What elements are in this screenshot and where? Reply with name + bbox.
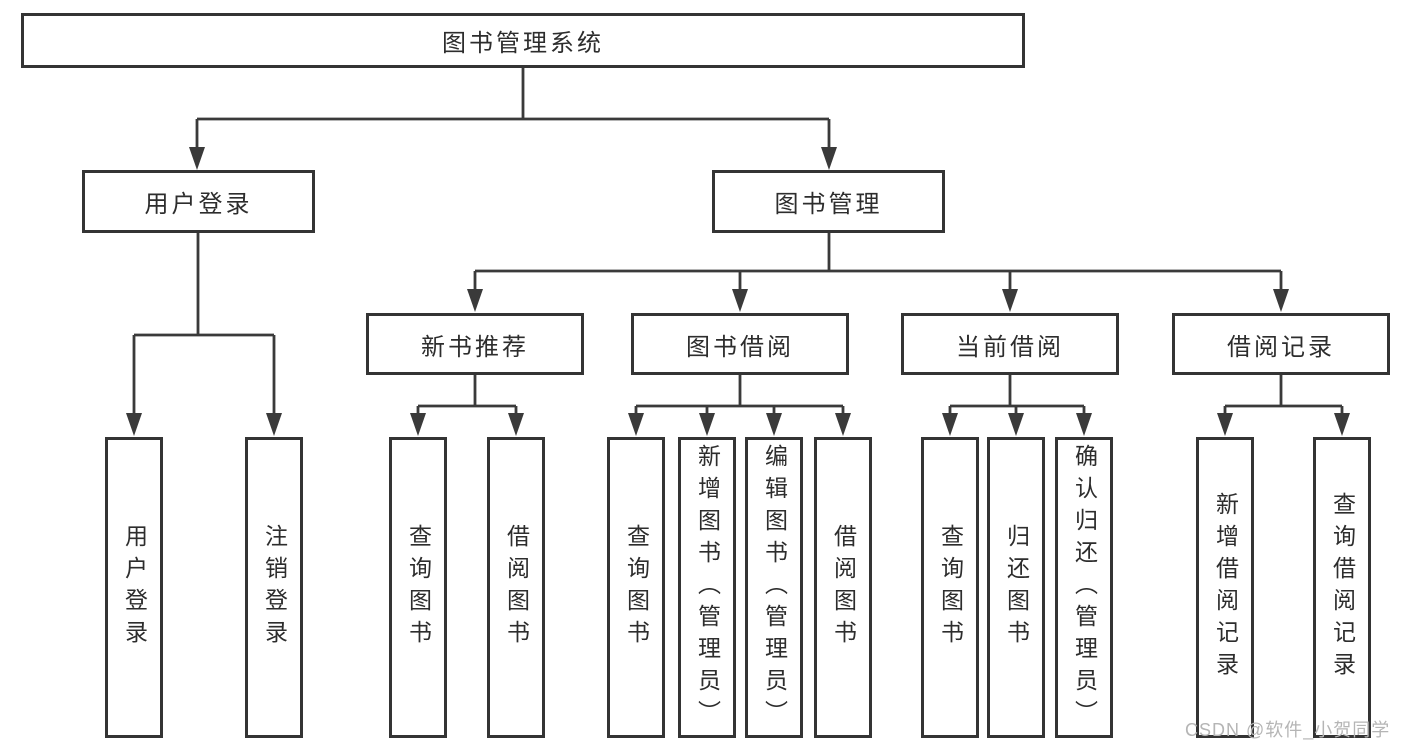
arrow-icon <box>699 413 715 436</box>
leaf-label: 查询图书 <box>623 523 650 652</box>
leaf-label: 用户登录 <box>121 523 148 652</box>
connector-borrowing-records-to-leaves <box>1223 375 1344 414</box>
node-book-management: 图书管理 <box>712 170 945 233</box>
connector-current-borrowing-to-leaves <box>948 375 1086 414</box>
arrow-icon <box>732 289 748 312</box>
arrow-icon <box>1334 413 1350 436</box>
connector-root-to-level2 <box>195 68 831 148</box>
leaf-query-books: 查询图书 <box>921 437 979 738</box>
leaf-label: 新增借阅记录 <box>1212 491 1239 684</box>
leaf-logout: 注销登录 <box>245 437 303 738</box>
arrowheads <box>126 147 1350 436</box>
connector-book-management-to-level3 <box>473 233 1283 291</box>
arrow-icon <box>189 147 205 170</box>
arrow-icon <box>942 413 958 436</box>
arrow-icon <box>1076 413 1092 436</box>
leaf-label: 归还图书 <box>1003 523 1030 652</box>
leaf-label: 查询图书 <box>405 523 432 652</box>
leaf-confirm-return-admin: 确认归还（管理员） <box>1055 437 1113 738</box>
arrow-icon <box>126 413 142 436</box>
leaf-edit-books-admin: 编辑图书（管理员） <box>745 437 803 738</box>
arrow-icon <box>1273 289 1289 312</box>
node-borrowing-records: 借阅记录 <box>1172 313 1390 375</box>
leaf-add-borrowing-record: 新增借阅记录 <box>1196 437 1254 738</box>
leaf-borrow-books: 借阅图书 <box>487 437 545 738</box>
arrow-icon <box>1008 413 1024 436</box>
arrow-icon <box>835 413 851 436</box>
leaf-query-books: 查询图书 <box>389 437 447 738</box>
leaf-user-login: 用户登录 <box>105 437 163 738</box>
leaf-label: 注销登录 <box>261 523 288 652</box>
arrow-icon <box>628 413 644 436</box>
csdn-watermark: CSDN @软件_小贺同学 <box>1185 720 1391 740</box>
arrow-icon <box>1217 413 1233 436</box>
arrow-icon <box>766 413 782 436</box>
leaf-label: 查询借阅记录 <box>1329 491 1356 684</box>
leaf-label: 借阅图书 <box>503 523 530 652</box>
node-book-borrowing: 图书借阅 <box>631 313 849 375</box>
connector-new-book-to-leaves <box>416 375 518 414</box>
arrow-icon <box>821 147 837 170</box>
leaf-add-books-admin: 新增图书（管理员） <box>678 437 736 738</box>
leaf-return-books: 归还图书 <box>987 437 1045 738</box>
node-library-management-system: 图书管理系统 <box>21 13 1025 68</box>
connector-user-login-to-leaves <box>132 233 276 414</box>
arrow-icon <box>410 413 426 436</box>
leaf-label: 借阅图书 <box>830 523 857 652</box>
leaf-query-books: 查询图书 <box>607 437 665 738</box>
node-new-book-recommendation: 新书推荐 <box>366 313 584 375</box>
leaf-label: 查询图书 <box>937 523 964 652</box>
arrow-icon <box>467 289 483 312</box>
leaf-borrow-books: 借阅图书 <box>814 437 872 738</box>
arrow-icon <box>1002 289 1018 312</box>
leaf-label: 新增图书（管理员） <box>694 443 721 732</box>
leaf-query-borrowing-record: 查询借阅记录 <box>1313 437 1371 738</box>
arrow-icon <box>508 413 524 436</box>
connector-book-borrowing-to-leaves <box>634 375 845 414</box>
node-current-borrowing: 当前借阅 <box>901 313 1119 375</box>
node-user-login: 用户登录 <box>82 170 315 233</box>
arrow-icon <box>266 413 282 436</box>
leaf-label: 编辑图书（管理员） <box>761 443 788 732</box>
leaf-label: 确认归还（管理员） <box>1071 443 1098 732</box>
